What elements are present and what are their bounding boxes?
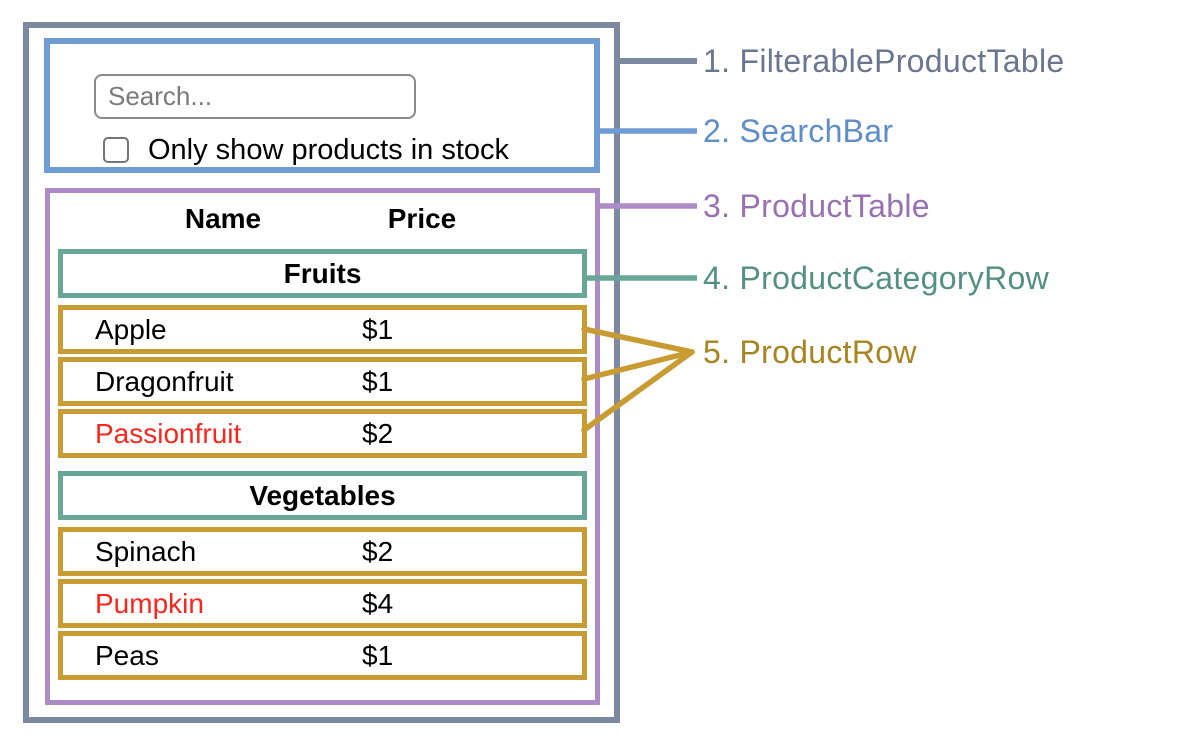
product-name: Peas	[95, 639, 159, 671]
category-label: Fruits	[283, 257, 362, 289]
product-price: $2	[362, 535, 394, 567]
product-price: $1	[362, 313, 394, 345]
product-price: $4	[362, 587, 394, 619]
product-category-row: Fruits	[58, 249, 587, 298]
product-price: $1	[362, 639, 394, 671]
product-price: $1	[362, 365, 394, 397]
label-search-bar: 2. SearchBar	[703, 113, 894, 149]
product-row: Peas $1	[58, 631, 587, 680]
product-name: Dragonfruit	[95, 365, 234, 397]
product-table-outline: Name Price Fruits Apple $1 Dragonfruit $…	[45, 188, 600, 705]
search-input[interactable]	[94, 74, 416, 119]
column-header-name: Name	[184, 203, 262, 234]
label-product-row: 5. ProductRow	[703, 334, 917, 370]
label-product-category-row: 4. ProductCategoryRow	[703, 260, 1050, 296]
product-name: Spinach	[95, 535, 197, 567]
product-row: Dragonfruit $1	[58, 357, 587, 406]
in-stock-checkbox[interactable]	[103, 137, 129, 163]
search-bar-outline: Only show products in stock	[44, 38, 600, 173]
product-name: Apple	[95, 313, 167, 345]
product-row: Pumpkin $4	[58, 579, 587, 628]
product-name: Passionfruit	[95, 417, 242, 449]
product-row: Apple $1	[58, 305, 587, 354]
column-header-price: Price	[387, 203, 457, 234]
product-rows-container: Fruits Apple $1 Dragonfruit $1 Passionfr…	[58, 249, 587, 683]
product-row: Spinach $2	[58, 527, 587, 576]
label-product-table: 3. ProductTable	[703, 188, 930, 224]
category-label: Vegetables	[249, 479, 396, 511]
product-name: Pumpkin	[95, 587, 204, 619]
label-filterable-product-table: 1. FilterableProductTable	[703, 43, 1065, 79]
in-stock-checkbox-label: Only show products in stock	[148, 134, 510, 166]
product-category-row: Vegetables	[58, 471, 587, 520]
product-row: Passionfruit $2	[58, 409, 587, 458]
product-price: $2	[362, 417, 394, 449]
